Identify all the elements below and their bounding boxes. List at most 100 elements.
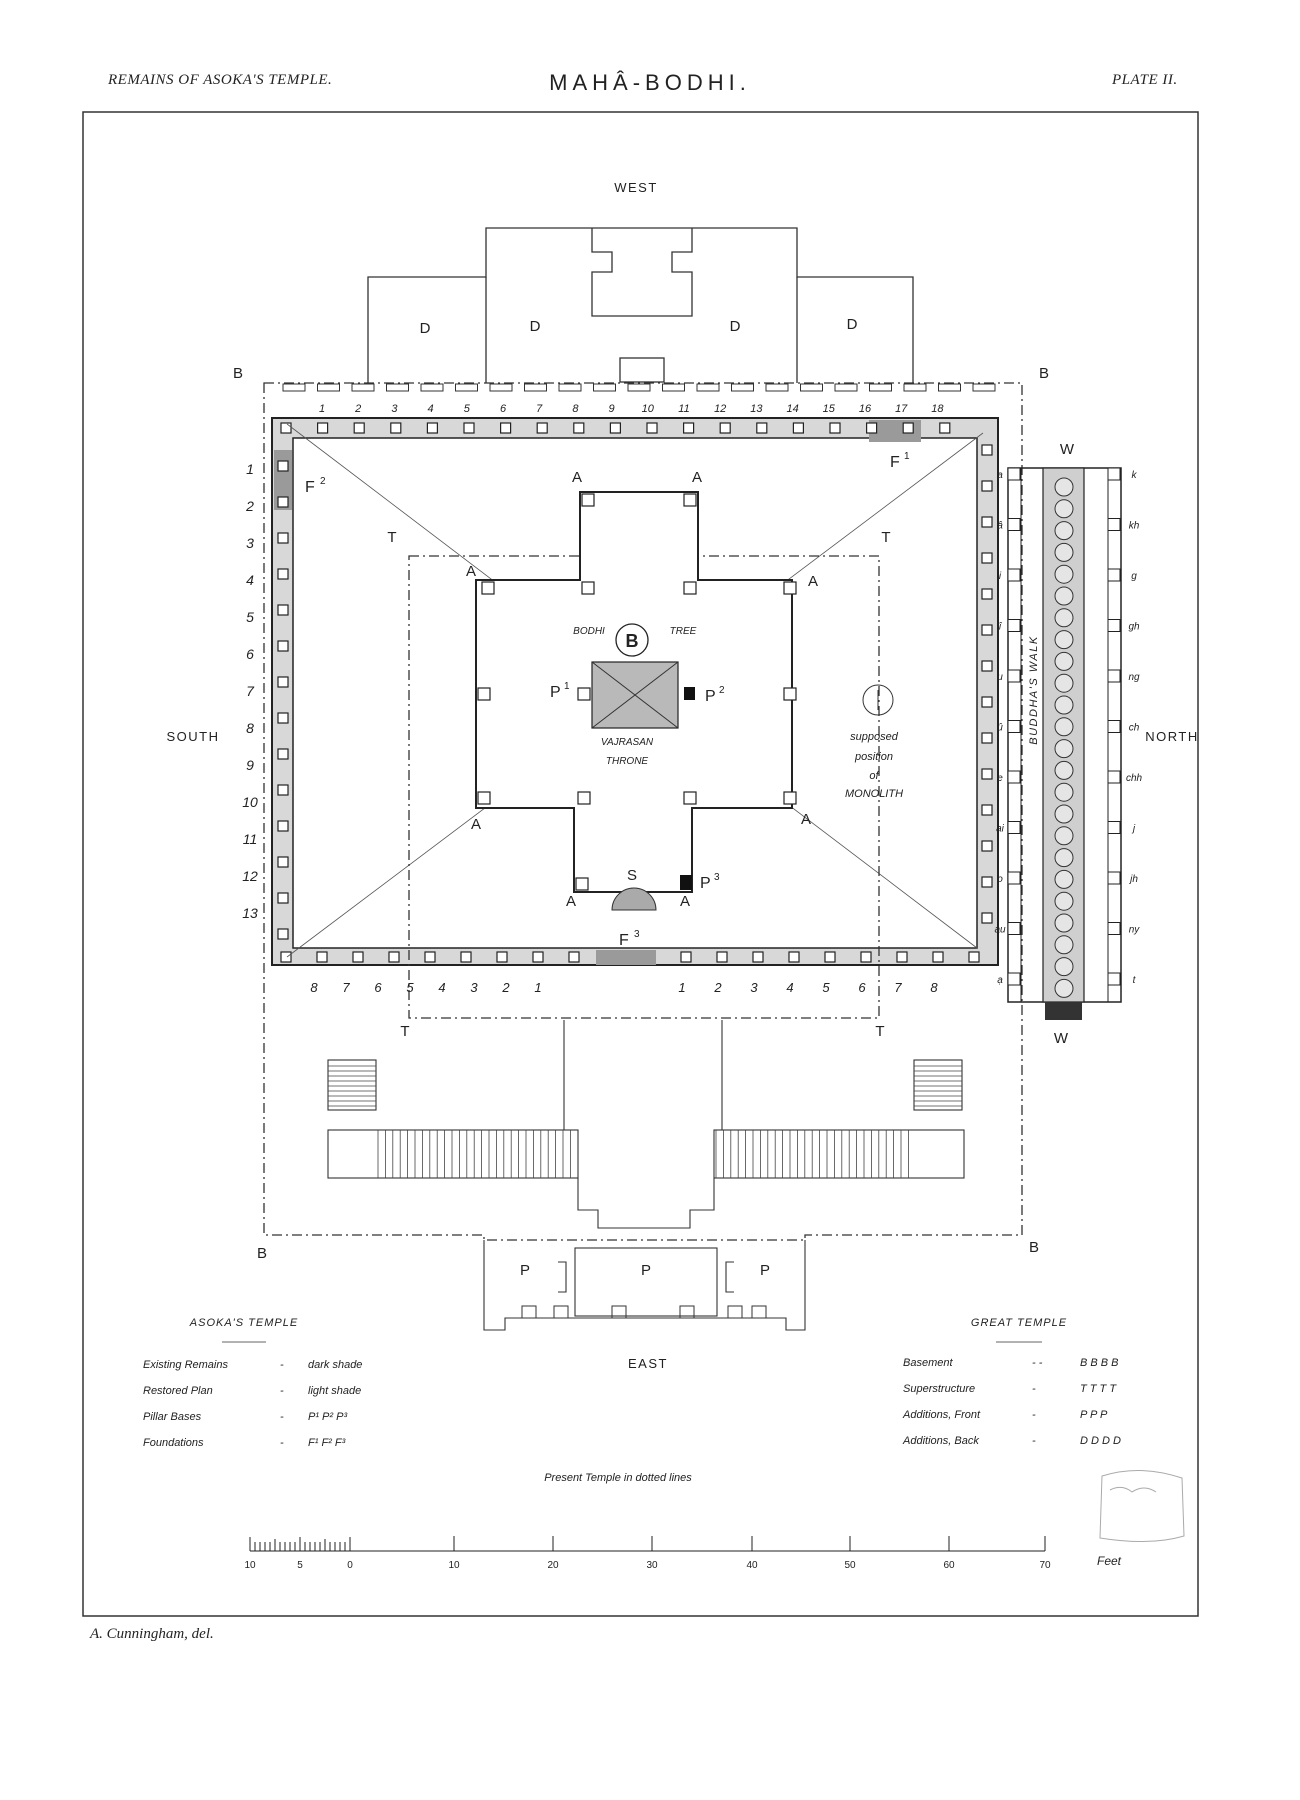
- pillar-number-side: 5: [246, 609, 254, 625]
- label-vajrasan: VAJRASAN: [601, 737, 654, 748]
- walk-pillar-left: [1007, 619, 1021, 632]
- ring-pillar: [981, 588, 993, 600]
- portico-block: [727, 1305, 743, 1319]
- pillar-number-bottom-right: 1: [678, 980, 685, 995]
- legend-value: T T T T: [1080, 1383, 1117, 1395]
- label-buddhas-walk: BUDDHA'S WALK: [1028, 635, 1040, 744]
- sanctum-pillar: [575, 877, 589, 891]
- legend-dash: -: [1032, 1435, 1036, 1447]
- portico-block: [679, 1305, 695, 1319]
- legend-dash: -: [280, 1385, 284, 1397]
- bodhi-tree-circle: [615, 623, 649, 657]
- sanctum-pillar: [783, 687, 797, 701]
- legend-left-title: ASOKA'S TEMPLE: [189, 1317, 298, 1329]
- pillar-number-bottom-right: 8: [930, 980, 938, 995]
- legend-great-temple: GREAT TEMPLE Basement- -B B B BSuperstru…: [902, 1317, 1121, 1447]
- pillar-number-top: 17: [895, 403, 908, 415]
- sanctum-pillar: [577, 791, 591, 805]
- east-additions: [327, 1020, 965, 1331]
- ring-pillar: [981, 768, 993, 780]
- walk-pillar-right: [1107, 467, 1121, 481]
- svg-text:1: 1: [904, 451, 910, 462]
- ring-pillar: [426, 422, 438, 434]
- ring-pillar: [902, 422, 914, 434]
- walk-stone: [1054, 521, 1074, 541]
- pillar-number-top: 2: [354, 403, 361, 415]
- legend-value: D D D D: [1080, 1435, 1121, 1447]
- pillar-number-side: 1: [246, 461, 254, 477]
- ring-pillar: [792, 422, 805, 434]
- ring-pillar: [932, 951, 944, 963]
- walk-letter-right: gh: [1128, 622, 1140, 633]
- label-b-sw: B: [257, 1245, 267, 1262]
- pillar-number-bottom-left: 8: [310, 980, 318, 995]
- pillar-base-p3: [680, 875, 692, 890]
- label-b-nw: B: [233, 365, 243, 382]
- scale-label: 10: [448, 1560, 460, 1571]
- label-d3: D: [730, 318, 741, 335]
- walk-letter-left: ạ: [997, 975, 1003, 986]
- walk-stone: [1054, 978, 1074, 998]
- walk-pillar-right: [1107, 518, 1121, 531]
- ring-pillar: [277, 748, 289, 760]
- walk-letter-right: chh: [1126, 773, 1143, 784]
- sanctum-pillar: [683, 791, 697, 805]
- ring-pillar: [716, 951, 728, 963]
- walk-letter-right: k: [1132, 470, 1138, 481]
- walk-letter-left: i: [999, 571, 1002, 582]
- pillar-number-side: 12: [242, 868, 258, 884]
- sanctum-pillar: [683, 581, 697, 595]
- sanctum-pillar: [783, 791, 797, 805]
- pillar-number-top: 6: [500, 403, 507, 415]
- legend-dash: -: [280, 1359, 284, 1371]
- pillar-number-top: 14: [786, 403, 798, 415]
- walk-stone: [1054, 739, 1074, 759]
- legend-value: F¹ F² F³: [308, 1437, 346, 1449]
- pillar-base-p2: [684, 687, 695, 700]
- walk-stone: [1054, 673, 1074, 693]
- ring-pillar: [536, 422, 548, 434]
- walk-letter-left: a: [997, 470, 1003, 481]
- parapet-block: [731, 383, 754, 392]
- ring-pillar: [865, 422, 878, 434]
- ring-pillar: [981, 804, 993, 816]
- label-s: S: [627, 867, 637, 884]
- walk-stone: [1054, 957, 1074, 977]
- walk-stone: [1054, 564, 1074, 584]
- pillar-number-bottom-right: 3: [750, 980, 758, 995]
- walk-stone: [1054, 935, 1074, 955]
- ring-pillar: [829, 422, 841, 434]
- label-monolith: MONOLITH: [845, 788, 903, 800]
- walk-stone: [1054, 477, 1074, 497]
- walk-stone: [1054, 869, 1074, 889]
- vajrasan-throne: [591, 661, 679, 729]
- ring-pillar: [353, 422, 365, 434]
- ring-pillar: [981, 840, 993, 852]
- ring-pillar: [646, 422, 658, 434]
- walk-letter-right: ch: [1129, 723, 1140, 734]
- legend-dash: - -: [1032, 1357, 1043, 1369]
- sanctum-pillar: [481, 581, 495, 595]
- ring-pillar: [277, 820, 289, 832]
- pillar-number-top: 7: [536, 403, 543, 415]
- parapet-block: [420, 383, 444, 392]
- legend-value: B B B B: [1080, 1357, 1119, 1369]
- walk-pillar-left: [1007, 720, 1021, 733]
- sanctum-pillar: [783, 581, 797, 595]
- front-step-semicircle: [611, 887, 657, 911]
- pillar-number-side: 8: [246, 720, 254, 736]
- pillar-number-bottom-right: 6: [858, 980, 866, 995]
- label-a1: A: [572, 469, 582, 486]
- label-of: of: [869, 770, 879, 782]
- walk-pillar-right: [1107, 821, 1121, 834]
- walk-stone: [1054, 804, 1074, 824]
- legend-value: light shade: [308, 1385, 361, 1397]
- label-p2-pillar: P: [705, 688, 716, 705]
- pillar-number-top: 4: [428, 403, 434, 415]
- label-p3: P: [760, 1262, 770, 1279]
- legend-label: Pillar Bases: [143, 1411, 202, 1423]
- ring-pillar: [460, 951, 472, 963]
- walk-pillar-left: [1007, 669, 1021, 683]
- label-b-circle: B: [626, 631, 639, 651]
